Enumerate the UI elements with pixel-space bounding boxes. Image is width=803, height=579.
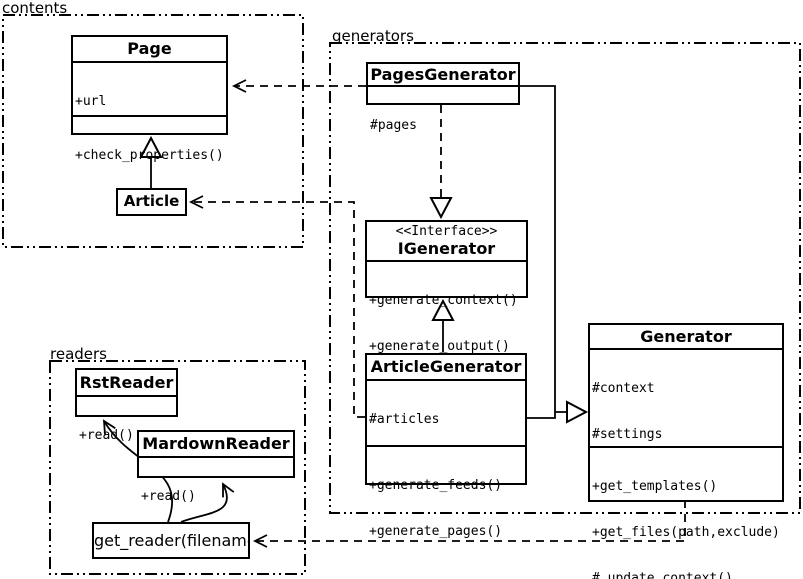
class-title: IGenerator: [397, 239, 496, 258]
function-get-reader: get_reader(filename): [92, 522, 250, 559]
method-row: +check_properties(): [75, 148, 224, 163]
arrow-getreader-to-mardownreader: [180, 482, 235, 523]
class-title: Article: [123, 192, 180, 210]
dependency-arrow-generator-to-getreader: [252, 500, 686, 548]
class-articlegenerator: ArticleGenerator #articles #dates #tags …: [365, 353, 527, 539]
class-title: MardownReader: [142, 434, 290, 453]
class-title: Generator: [640, 327, 732, 346]
package-label-readers: readers: [50, 345, 107, 363]
class-title: PagesGenerator: [370, 65, 516, 84]
class-article: Article: [116, 188, 187, 216]
inheritance-line-articlegenerator-to-generator: [527, 412, 556, 419]
package-contents-border: [2, 14, 304, 248]
inheritance-line-pagesgenerator-to-generator: [520, 85, 556, 412]
method-row: +generate_feeds(): [369, 478, 503, 493]
method-row: +get_files(path,exclude): [592, 525, 780, 540]
class-generator: Generator #context #settings #path #them…: [588, 323, 784, 579]
class-pagesgenerator: PagesGenerator #pages: [366, 62, 520, 133]
method-row: +read(): [141, 489, 196, 504]
class-title: Page: [127, 39, 172, 58]
class-title: ArticleGenerator: [370, 357, 522, 376]
dependency-arrow-articlegenerator-to-article: [188, 195, 365, 418]
method-row: +generate_pages(): [369, 524, 503, 539]
class-rstreader: RstReader +read(): [75, 368, 178, 443]
attribute-row: #articles: [369, 412, 440, 427]
class-title: RstReader: [79, 373, 174, 392]
package-label-generators: generators: [332, 27, 414, 45]
method-row: +generate_context(): [369, 293, 518, 308]
class-mardownreader: MardownReader +read(): [137, 430, 295, 504]
method-row: +get_templates(): [592, 479, 718, 494]
stereotype-label: <<Interface>>: [395, 224, 498, 239]
attribute-row: +url: [75, 94, 107, 109]
interface-igenerator: <<Interface>> IGenerator +generate_conte…: [365, 220, 528, 354]
package-label-contents: contents: [2, 0, 68, 17]
attribute-row: #settings: [592, 427, 663, 442]
method-row: +read(): [79, 428, 134, 443]
attribute-row: #pages: [370, 118, 417, 133]
method-row: +generate_output(): [369, 339, 510, 354]
package-generators-border: [329, 42, 801, 514]
class-page: Page +url +slug +summary +check_properti…: [71, 35, 228, 163]
package-readers-border: [49, 360, 306, 575]
method-row: #_update_context(): [592, 571, 733, 579]
attribute-row: #context: [592, 381, 655, 396]
